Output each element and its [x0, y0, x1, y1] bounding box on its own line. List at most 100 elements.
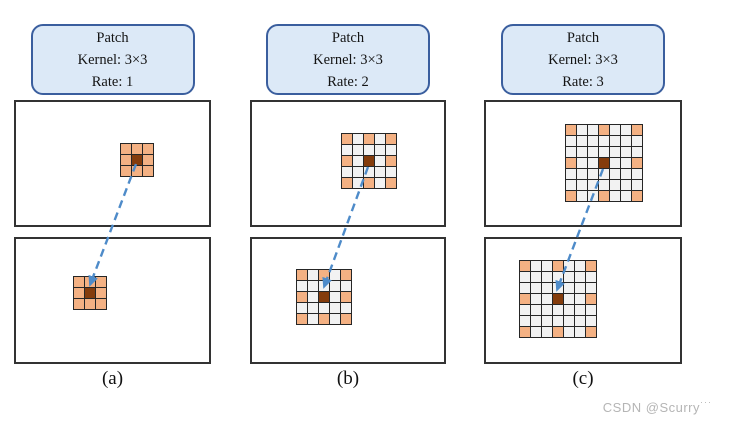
patch-sampled-cell [96, 288, 106, 298]
patch-cell [588, 147, 598, 157]
patch-cell [353, 178, 363, 188]
patch-cell [319, 281, 329, 291]
patch-center-cell [364, 156, 374, 166]
patch-cell [621, 136, 631, 146]
patch-center-cell [319, 292, 329, 302]
patch-sampled-cell [386, 156, 396, 166]
patch-cell [632, 147, 642, 157]
patch-sampled-cell [342, 178, 352, 188]
patch-cell [566, 180, 576, 190]
patch-sampled-cell [520, 327, 530, 337]
patch-cell [610, 147, 620, 157]
patch-cell [330, 303, 340, 313]
patch-sampled-cell [632, 125, 642, 135]
patch-sampled-cell [632, 191, 642, 201]
patch-cell [520, 316, 530, 326]
patch-cell [588, 169, 598, 179]
patch-sampled-cell [566, 158, 576, 168]
patch-sampled-cell [586, 294, 596, 304]
patch-cell [542, 261, 552, 271]
patch-grid-top [120, 143, 154, 177]
patch-cell [564, 305, 574, 315]
patch-sampled-cell [364, 134, 374, 144]
patch-cell [564, 316, 574, 326]
patch-grid-top [565, 124, 643, 202]
patch-cell [566, 136, 576, 146]
patch-cell [542, 316, 552, 326]
patch-cell [575, 294, 585, 304]
patch-sampled-cell [85, 277, 95, 287]
patch-cell [621, 191, 631, 201]
patch-cell [542, 305, 552, 315]
patch-sampled-cell [121, 166, 131, 176]
patch-cell [520, 272, 530, 282]
patch-cell [542, 327, 552, 337]
patch-cell [342, 145, 352, 155]
patch-label-box: Patch Kernel: 3×3 Rate: 3 [501, 24, 665, 95]
panel-b: Patch Kernel: 3×3 Rate: 2 (b) [250, 0, 446, 422]
patch-cell [621, 147, 631, 157]
patch-box-title: Patch [96, 30, 129, 46]
patch-cell [531, 305, 541, 315]
patch-sampled-cell [342, 134, 352, 144]
patch-cell [564, 327, 574, 337]
patch-cell [308, 292, 318, 302]
patch-sampled-cell [121, 144, 131, 154]
patch-cell [353, 134, 363, 144]
patch-sampled-cell [319, 270, 329, 280]
patch-sampled-cell [566, 191, 576, 201]
panel-a: Patch Kernel: 3×3 Rate: 1 (a) [14, 0, 211, 422]
watermark-text: CSDN @Scurry [602, 400, 700, 415]
patch-cell [330, 281, 340, 291]
patch-cell [308, 303, 318, 313]
patch-cell [308, 314, 318, 324]
patch-sampled-cell [96, 299, 106, 309]
patch-cell [577, 169, 587, 179]
patch-grid-bottom [519, 260, 597, 338]
patch-cell [330, 314, 340, 324]
patch-cell [553, 316, 563, 326]
patch-cell [621, 125, 631, 135]
patch-cell [599, 147, 609, 157]
patch-cell [353, 156, 363, 166]
patch-cell [353, 145, 363, 155]
patch-cell [564, 294, 574, 304]
patch-cell [297, 303, 307, 313]
feature-map-bottom [14, 237, 211, 364]
watermark: CSDN @Scurry··· [603, 397, 712, 415]
patch-label-box: Patch Kernel: 3×3 Rate: 1 [30, 24, 195, 95]
patch-sampled-cell [297, 292, 307, 302]
patch-box-kernel: Kernel: 3×3 [77, 52, 148, 68]
patch-box-title: Patch [566, 30, 600, 46]
patch-sampled-cell [319, 314, 329, 324]
patch-cell [577, 136, 587, 146]
patch-grid-bottom [296, 269, 352, 325]
patch-cell [531, 283, 541, 293]
patch-cell [566, 169, 576, 179]
patch-sampled-cell [143, 166, 153, 176]
patch-sampled-cell [74, 277, 84, 287]
patch-box-title: Patch [331, 30, 365, 46]
patch-sampled-cell [341, 314, 351, 324]
patch-cell [542, 294, 552, 304]
patch-sampled-cell [297, 314, 307, 324]
patch-cell [342, 167, 352, 177]
patch-sampled-cell [341, 270, 351, 280]
patch-cell [575, 272, 585, 282]
patch-cell [575, 327, 585, 337]
patch-cell [531, 327, 541, 337]
patch-box-rate: Rate: 1 [91, 74, 134, 90]
patch-sampled-cell [132, 166, 142, 176]
patch-cell [575, 261, 585, 271]
panel-c: Patch Kernel: 3×3 Rate: 3 (c) [484, 0, 682, 422]
patch-cell [621, 169, 631, 179]
patch-cell [599, 180, 609, 190]
patch-sampled-cell [520, 261, 530, 271]
patch-cell [308, 270, 318, 280]
patch-cell [330, 270, 340, 280]
patch-grid-top [341, 133, 397, 189]
patch-cell [577, 125, 587, 135]
patch-cell [531, 294, 541, 304]
patch-cell [375, 167, 385, 177]
